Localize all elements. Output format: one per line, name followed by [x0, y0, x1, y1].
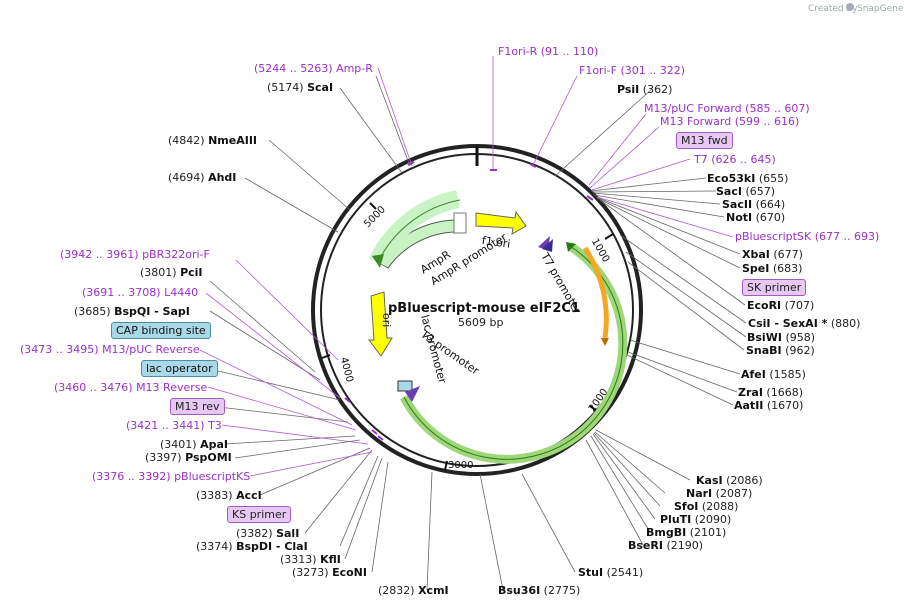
site-label: BseRI (2190)	[628, 539, 703, 552]
tick-4000	[321, 354, 331, 359]
ori-feature	[368, 291, 393, 357]
tick-2000	[589, 405, 598, 412]
ks-primer-box: KS primer	[227, 506, 292, 523]
site-label: (3376 .. 3392) pBluescriptKS	[92, 470, 250, 483]
site-label: (3801) PciI	[140, 266, 203, 279]
site-label: SnaBI (962)	[746, 344, 815, 357]
site-label: F1ori-F (301 .. 322)	[579, 64, 685, 77]
site-label: AatII (1670)	[734, 399, 803, 412]
t3-primer-marker	[405, 386, 420, 402]
site-label: (3273) EcoNI	[292, 566, 367, 579]
site-label: (3421 .. 3441) T3	[126, 419, 222, 432]
site-label: (3313) KflI	[280, 553, 341, 566]
site-label: (5174) ScaI	[267, 81, 333, 94]
site-label: (4842) NmeAIII	[168, 134, 257, 147]
site-label: EcoRI (707)	[747, 299, 814, 312]
sk-primer-box: SK primer	[742, 279, 807, 296]
brand-text: SnapGene	[857, 4, 904, 14]
site-label: PluTI (2090)	[660, 513, 731, 526]
f1ori-label: f1 ori	[481, 234, 511, 251]
site-label: (3473 .. 3495) M13/pUC Reverse	[20, 343, 200, 356]
site-label: StuI (2541)	[578, 566, 643, 579]
site-label: pBluescriptSK (677 .. 693)	[735, 230, 879, 243]
tick-label-4000: 4000	[338, 356, 355, 383]
site-label: XbaI (677)	[742, 248, 803, 261]
site-label: SfoI (2088)	[674, 500, 738, 513]
site-label: (5244 .. 5263) Amp-R	[254, 62, 373, 75]
credit-text: Created by	[808, 4, 858, 14]
lac-operator-marker	[397, 380, 413, 392]
site-label: (3942 .. 3961) pBR322ori-F	[60, 248, 210, 261]
snapgene-logo-icon	[846, 3, 854, 11]
primer-ring-marks	[344, 161, 594, 441]
site-label: (2832) XcmI	[378, 584, 449, 597]
map-title: pBluescript-mouse eIF2C1	[388, 301, 580, 316]
site-label: NotI (670)	[726, 211, 785, 224]
m13-fwd-box: M13 fwd	[676, 132, 733, 149]
site-label: AfeI (1585)	[741, 368, 806, 381]
ampr-outer-line	[377, 199, 461, 263]
site-label: (3374) BspDI - ClaI	[196, 540, 308, 553]
site-label: CsiI - SexAI * (880)	[748, 317, 860, 330]
tick-label-3000: 3000	[448, 460, 473, 471]
site-label: (3383) AccI	[196, 489, 262, 502]
site-label: T7 (626 .. 645)	[693, 153, 776, 166]
site-label: SacI (657)	[716, 185, 775, 198]
t3-promoter-label: T3 promoter	[417, 327, 482, 378]
insert-arrow-icon	[566, 242, 576, 252]
primer-leader-lines	[199, 56, 734, 477]
insert-arc-line	[403, 245, 624, 460]
f1ori-feature	[475, 210, 527, 235]
tick-label-5000: 5000	[362, 204, 388, 230]
site-label: M13 Forward (599 .. 616)	[660, 115, 799, 128]
ampr-arrow-icon	[372, 254, 384, 268]
site-label: M13/pUC Forward (585 .. 607)	[644, 102, 810, 115]
ampr-outer-arrow	[368, 190, 461, 267]
site-label: BmgBI (2101)	[646, 526, 726, 539]
ori-label: ori	[380, 313, 393, 327]
t7-primer-marker-2	[542, 239, 553, 252]
site-labels: (5244 .. 5263) Amp-R (5174) ScaI (4842) …	[20, 45, 879, 597]
cap-binding-site-box: CAP binding site	[111, 322, 211, 339]
orange-arrow-icon	[601, 338, 609, 346]
site-label: PsiI (362)	[617, 83, 672, 96]
site-label: (3401) ApaI	[160, 438, 228, 451]
site-label: BsiWI (958)	[747, 331, 815, 344]
site-label: F1ori-R (91 .. 110)	[498, 45, 598, 58]
leader-lines	[209, 75, 747, 591]
site-label: Eco53kI (655)	[707, 172, 788, 185]
tick-5000	[369, 202, 377, 210]
map-length: 5609 bp	[458, 316, 503, 329]
site-label: (3382) SalI	[236, 527, 299, 540]
site-label: (3685) BspQI - SapI	[74, 305, 190, 318]
ampr-feature	[377, 219, 456, 269]
site-label: Bsu36I (2775)	[498, 584, 580, 597]
site-label: SpeI (683)	[742, 262, 802, 275]
tick-3000	[444, 460, 448, 471]
site-label: ZraI (1668)	[738, 386, 803, 399]
site-label: (3397) PspOMI	[145, 451, 232, 464]
site-label: KasI (2086)	[696, 474, 763, 487]
site-label: (3691 .. 3708) L4440	[82, 286, 198, 299]
site-label: SacII (664)	[722, 198, 785, 211]
ampr-promoter-box	[453, 212, 467, 234]
tick-1000	[604, 233, 614, 240]
site-label: (3460 .. 3476) M13 Reverse	[54, 381, 207, 394]
lac-operator-box: lac operator	[141, 360, 218, 377]
site-label: (4694) AhdI	[168, 171, 236, 184]
m13-rev-box: M13 rev	[170, 398, 225, 415]
orange-feature	[582, 246, 609, 339]
site-label: NarI (2087)	[686, 487, 752, 500]
